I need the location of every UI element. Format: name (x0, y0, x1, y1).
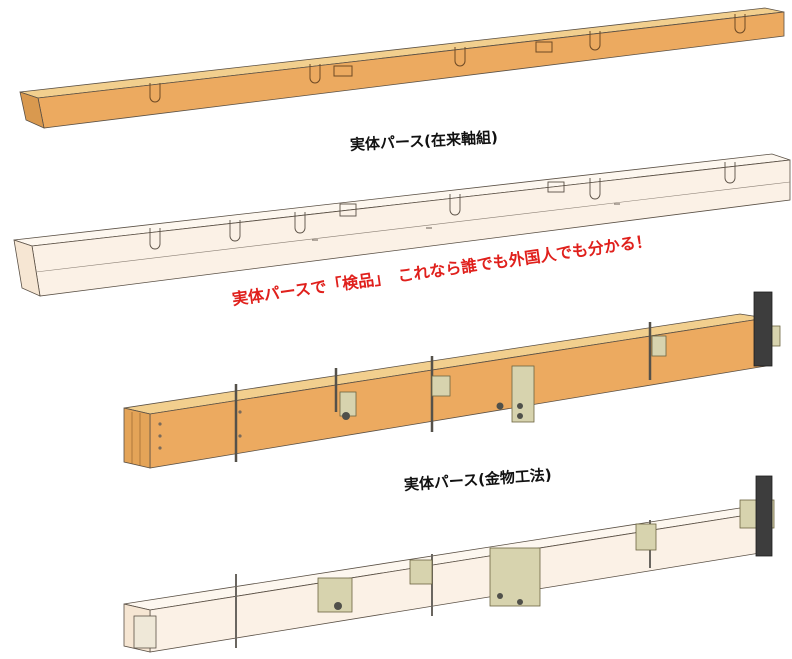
mortise-slot (149, 83, 161, 103)
beam-metal-solid (123, 291, 781, 469)
beam-end-face (123, 407, 151, 469)
mortise-slot (309, 64, 321, 84)
metal-bracket-icon (511, 365, 535, 423)
mortise-slot (294, 212, 306, 234)
end-plate (133, 615, 157, 649)
beam-side-face (37, 11, 785, 129)
mortise-slot (149, 228, 161, 250)
metal-bracket-icon (651, 335, 667, 357)
mortise-slot (454, 47, 466, 67)
metal-bracket-icon (339, 391, 357, 417)
post-connector (755, 475, 773, 557)
beam-side-face (149, 511, 767, 653)
beam-conventional-solid (19, 7, 785, 129)
mortise-slot (589, 31, 601, 51)
housing-pocket (547, 181, 565, 193)
beam-end-face (13, 239, 41, 297)
mortise-slot (734, 14, 746, 34)
housing-pocket (535, 41, 553, 53)
mortise-slot (229, 220, 241, 242)
beam-top-face (19, 7, 785, 99)
metal-bracket-icon (635, 523, 657, 551)
housing-pocket (339, 203, 357, 217)
mortise-slot (724, 162, 736, 184)
metal-bracket-icon (431, 375, 451, 397)
beam-metal-ghost (123, 475, 775, 653)
housing-pocket (333, 65, 353, 77)
beam-conventional-ghost (13, 153, 791, 297)
metal-bracket-icon (409, 559, 433, 585)
mortise-slot (589, 178, 601, 200)
post-connector (753, 291, 773, 367)
beam-end-face (19, 91, 45, 129)
mortise-slot (449, 194, 461, 216)
